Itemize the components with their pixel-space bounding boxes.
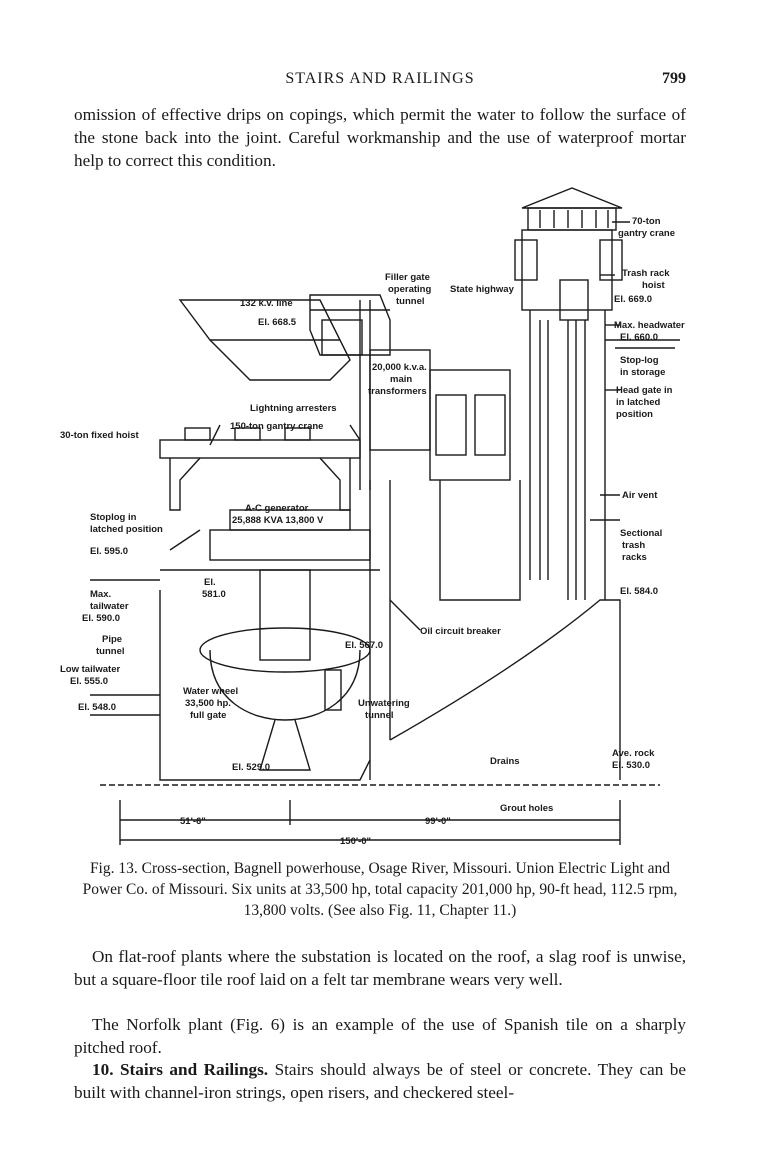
label-ave-rock-b: El. 530.0 <box>612 760 650 771</box>
label-low-tailwater: Low tailwater <box>60 664 120 675</box>
label-air-vent: Air vent <box>622 490 658 501</box>
section-title: Stairs and Railings. <box>119 1060 269 1079</box>
figure-caption-label: Fig. 13. <box>89 860 138 877</box>
label-filler-gate: Filler gate <box>385 272 430 283</box>
label-max-tailwater: Max. <box>90 589 111 600</box>
label-head-gate-b: in latched <box>616 397 661 408</box>
powerhouse-cross-section-figure: 70-ton gantry crane Trash rack hoist El.… <box>60 180 700 850</box>
label-dim-51-6: 51'-6" <box>180 816 206 827</box>
page-header: STAIRS AND RAILINGS 799 <box>74 70 686 92</box>
label-stoplog-storage-b: in storage <box>620 367 665 378</box>
label-max-headwater-b: El. 660.0 <box>620 332 658 343</box>
label-unwatering-tunnel-b: tunnel <box>365 710 394 721</box>
label-water-wheel-b: 33,500 hp. <box>185 698 231 709</box>
label-gantry-crane-70: 70-ton <box>632 216 661 227</box>
label-max-tailwater-b: tailwater <box>90 601 129 612</box>
label-trash-racks: Sectional <box>620 528 662 539</box>
section-body: Stairs should always be of steel or conc… <box>74 1060 686 1102</box>
label-ave-rock: Ave. rock <box>612 748 655 759</box>
label-trash-racks-c: racks <box>622 552 647 563</box>
label-drains: Drains <box>490 756 520 767</box>
label-head-gate: Head gate in <box>616 385 673 396</box>
label-el-567: El. 567.0 <box>345 640 383 651</box>
label-state-highway: State highway <box>450 284 515 295</box>
paragraph-stairs: 10. Stairs and Railings. Stairs should a… <box>74 1058 686 1104</box>
paragraph-norfolk: The Norfolk plant (Fig. 6) is an example… <box>74 1015 686 1057</box>
label-lightning-arresters: Lightning arresters <box>250 403 337 414</box>
label-fixed-hoist: 30-ton fixed hoist <box>60 430 139 441</box>
label-el-668: El. 668.5 <box>258 317 297 328</box>
label-oil-circuit-breaker: Oil circuit breaker <box>420 626 501 637</box>
label-el-669: El. 669.0 <box>614 294 652 305</box>
label-filler-gate-b: operating <box>388 284 431 295</box>
label-pipe-tunnel: Pipe <box>102 634 122 645</box>
label-generator-b: 25,888 KVA 13,800 V <box>232 515 324 526</box>
label-filler-gate-c: tunnel <box>396 296 425 307</box>
paragraph-flat-roof: On flat-roof plants where the substation… <box>74 947 686 989</box>
label-stoplog-storage: Stop-log <box>620 355 659 366</box>
label-transformers-b: main <box>390 374 412 385</box>
label-pipe-tunnel-b: tunnel <box>96 646 125 657</box>
figure-caption: Fig. 13. Cross-section, Bagnell powerhou… <box>74 858 686 921</box>
cross-section-drawing: 70-ton gantry crane Trash rack hoist El.… <box>60 187 685 847</box>
label-gantry-crane-70-b: gantry crane <box>618 228 675 239</box>
label-max-headwater: Max. headwater <box>614 320 685 331</box>
label-dim-99-0: 99'-0" <box>425 816 451 827</box>
page-number: 799 <box>662 70 686 87</box>
label-trash-racks-b: trash <box>622 540 645 551</box>
label-transformers: 20,000 k.v.a. <box>372 362 427 373</box>
label-transformers-c: transformers <box>368 386 427 397</box>
label-dim-150-0: 150'-0" <box>340 836 371 847</box>
label-trash-rack-hoist: Trash rack <box>622 268 670 279</box>
label-stoplog-latched: Stoplog in <box>90 512 137 523</box>
label-unwatering-tunnel: Unwatering <box>358 698 410 709</box>
label-grout-holes: Grout holes <box>500 803 553 814</box>
label-head-gate-c: position <box>616 409 653 420</box>
label-el-595: El. 595.0 <box>90 546 128 557</box>
paragraph-continued: omission of effective drips on copings, … <box>74 105 686 170</box>
running-title: STAIRS AND RAILINGS <box>285 70 475 87</box>
figure-caption-text: Cross-section, Bagnell powerhouse, Osage… <box>82 860 678 919</box>
label-generator: A-C generator <box>245 503 309 514</box>
section-number: 10. <box>92 1060 114 1079</box>
label-trash-rack-hoist-b: hoist <box>642 280 666 291</box>
label-el-584: El. 584.0 <box>620 586 658 597</box>
label-low-tailwater-b: El. 555.0 <box>70 676 108 687</box>
label-stoplog-latched-b: latched position <box>90 524 163 535</box>
label-water-wheel: Water wheel <box>183 686 238 697</box>
label-132kv-line: 132 k.v. line <box>240 298 293 309</box>
label-el-529: El. 529.0 <box>232 762 270 773</box>
label-gantry-crane-150: 150-ton gantry crane <box>230 421 323 432</box>
label-max-tailwater-c: El. 590.0 <box>82 613 120 624</box>
label-water-wheel-c: full gate <box>190 710 226 721</box>
label-el-581: El. <box>204 577 216 588</box>
label-el-548: El. 548.0 <box>78 702 116 713</box>
label-el-581-b: 581.0 <box>202 589 226 600</box>
